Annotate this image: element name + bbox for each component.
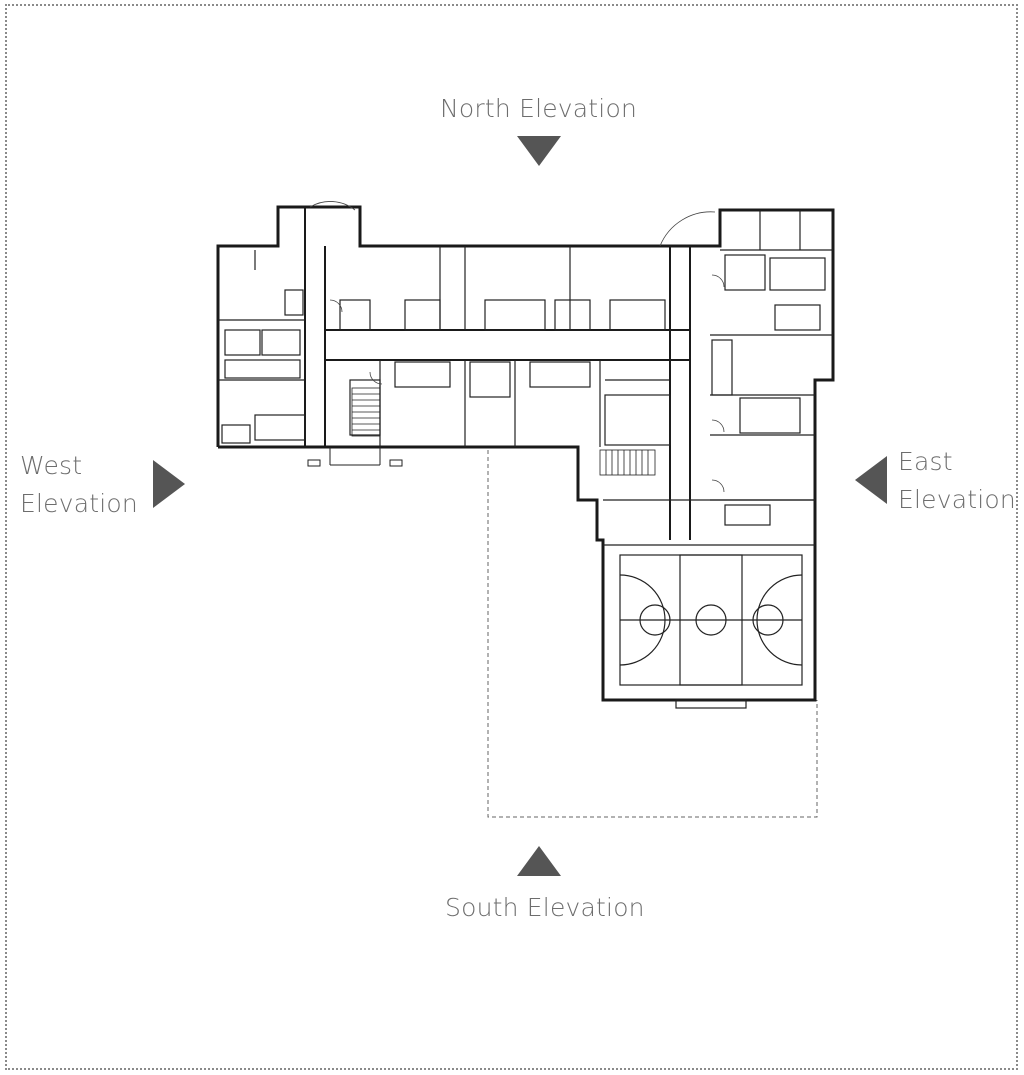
north-elevation-label: North Elevation: [440, 94, 637, 123]
north-arrow-icon: [517, 136, 561, 166]
south-elevation-label: South Elevation: [445, 893, 645, 922]
north-classrooms: [339, 246, 666, 331]
stairs: [351, 387, 656, 476]
west-rooms: [218, 250, 306, 444]
west-elevation-label-line2: Elevation: [20, 489, 138, 518]
west-elevation-label-line1: West: [20, 451, 83, 480]
west-arrow-icon: [153, 460, 185, 508]
building-outline: [216, 205, 835, 702]
east-rooms: [710, 210, 833, 526]
south-classrooms: [349, 360, 671, 447]
entry-markers: [307, 447, 403, 467]
dashed-site-outline: [487, 450, 818, 818]
dotted-border-frame: [5, 4, 1018, 1070]
door-swings: [309, 201, 725, 493]
gymnasium-courts: [603, 499, 815, 709]
east-arrow-icon: [855, 456, 887, 504]
east-elevation-label-line1: East: [898, 447, 953, 476]
east-elevation-label-line2: Elevation: [898, 485, 1016, 514]
south-arrow-icon: [517, 846, 561, 876]
